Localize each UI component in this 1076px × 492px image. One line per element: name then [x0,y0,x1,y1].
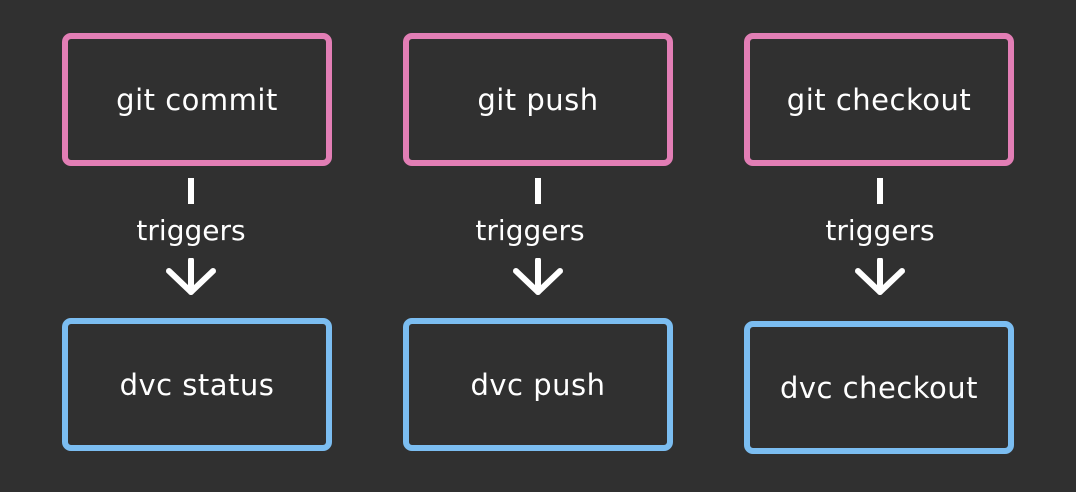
connector-tick [535,178,541,204]
dvc-status-box: dvc status [62,318,332,451]
connector-tick [877,178,883,204]
trigger-connector-1: triggers [111,178,271,318]
trigger-connector-3: triggers [800,178,960,318]
dvc-status-label: dvc status [119,367,275,402]
trigger-connector-2: triggers [450,178,610,318]
down-arrow-icon [513,258,563,295]
dvc-checkout-box: dvc checkout [744,321,1014,454]
dvc-push-box: dvc push [403,318,673,451]
dvc-checkout-label: dvc checkout [779,370,979,405]
dvc-push-label: dvc push [470,367,606,402]
down-arrow-icon [166,258,216,295]
trigger-label-1: triggers [136,214,246,247]
down-arrow-icon [855,258,905,295]
connector-tick [188,178,194,204]
git-push-box: git push [403,33,673,166]
trigger-label-2: triggers [475,214,585,247]
git-checkout-label: git checkout [786,82,972,117]
git-commit-label: git commit [116,82,278,117]
git-checkout-box: git checkout [744,33,1014,166]
git-commit-box: git commit [62,33,332,166]
trigger-label-3: triggers [825,214,935,247]
git-push-label: git push [477,82,599,117]
